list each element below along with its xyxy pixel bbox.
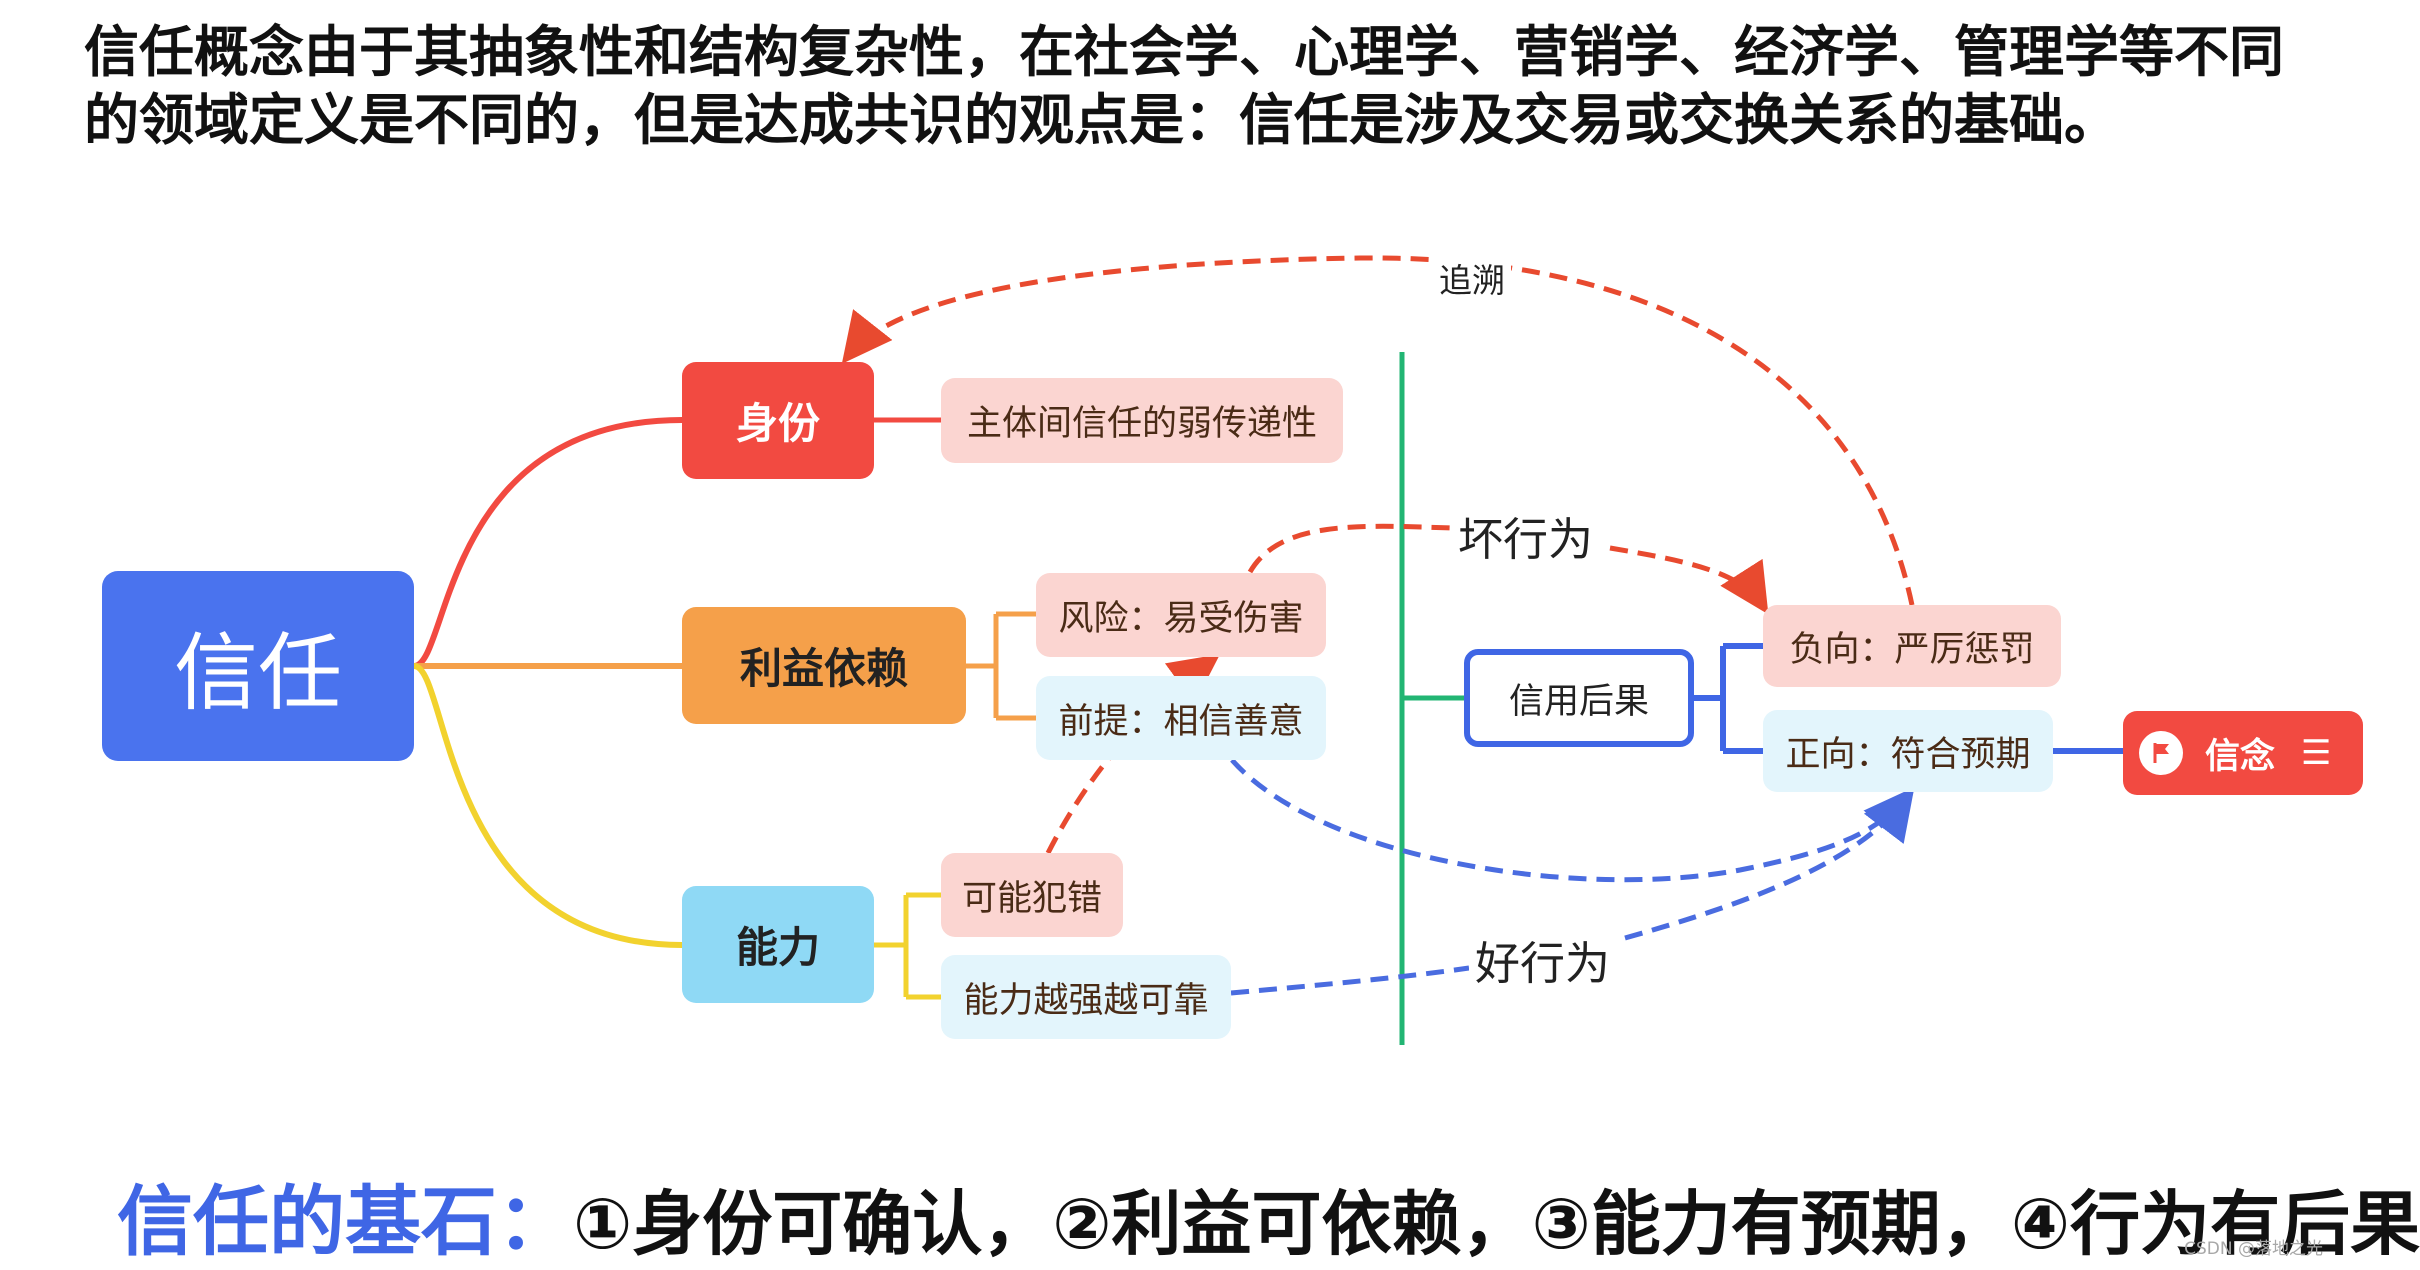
intro-line-1: 信任概念由于其抽象性和结构复杂性，在社会学、心理学、营销学、经济学、管理学等不同	[84, 20, 2285, 84]
belief-node[interactable]: 信念 ☰	[2123, 711, 2363, 795]
leaf-negative-punishment[interactable]: 负向：严厉惩罚	[1763, 605, 2061, 687]
leaf-may-err[interactable]: 可能犯错	[941, 853, 1123, 937]
connector-credit-children	[1694, 643, 1763, 754]
intro-paragraph: 信任概念由于其抽象性和结构复杂性，在社会学、心理学、营销学、经济学、管理学等不同…	[84, 18, 2324, 154]
credit-consequence-node[interactable]: 信用后果	[1464, 649, 1694, 747]
leaf-stronger-more-reliable[interactable]: 能力越强越可靠	[941, 955, 1231, 1039]
connector-ability-leaves	[874, 892, 941, 1000]
edge-label-trace: 追溯	[1433, 254, 1511, 302]
menu-icon[interactable]: ☰	[2301, 733, 2332, 773]
edge-label-good-behavior: 好行为	[1469, 927, 1617, 992]
edge-trace	[841, 255, 1915, 606]
footer-key: 信任的基石：	[117, 1177, 573, 1266]
root-node-trust[interactable]: 信任	[102, 571, 414, 761]
watermark: CSDN @落地之光	[2184, 1239, 2323, 1259]
leaf-positive-expected[interactable]: 正向：符合预期	[1763, 710, 2053, 792]
footer-points: ①身份可确认，②利益可依赖，③能力有预期，④行为有后果	[573, 1183, 2420, 1265]
connector-interest-leaves	[966, 611, 1036, 721]
leaf-weak-transitivity[interactable]: 主体间信任的弱传递性	[941, 378, 1343, 463]
leaf-risk[interactable]: 风险：易受伤害	[1036, 573, 1326, 657]
leaf-premise[interactable]: 前提：相信善意	[1036, 676, 1326, 760]
edge-premise-to-positive	[1230, 758, 1915, 883]
connector-root-ability	[413, 663, 683, 948]
connector-root-identity	[413, 417, 683, 669]
flag-icon	[2139, 731, 2183, 775]
branch-identity[interactable]: 身份	[682, 362, 874, 479]
intro-line-2: 的领域定义是不同的，但是达成共识的观点是：信任是涉及交易或交换关系的基础。	[84, 88, 2120, 152]
edge-label-bad-behavior: 坏行为	[1452, 503, 1600, 568]
belief-label: 信念	[2205, 736, 2276, 777]
footer-cornerstones: 信任的基石：①身份可确认，②利益可依赖，③能力有预期，④行为有后果	[117, 1160, 2420, 1270]
branch-ability[interactable]: 能力	[682, 886, 874, 1003]
edge-bad-behavior	[1247, 523, 1763, 606]
edge-good-behavior	[1230, 797, 1908, 996]
branch-interest-dependence[interactable]: 利益依赖	[682, 607, 966, 724]
